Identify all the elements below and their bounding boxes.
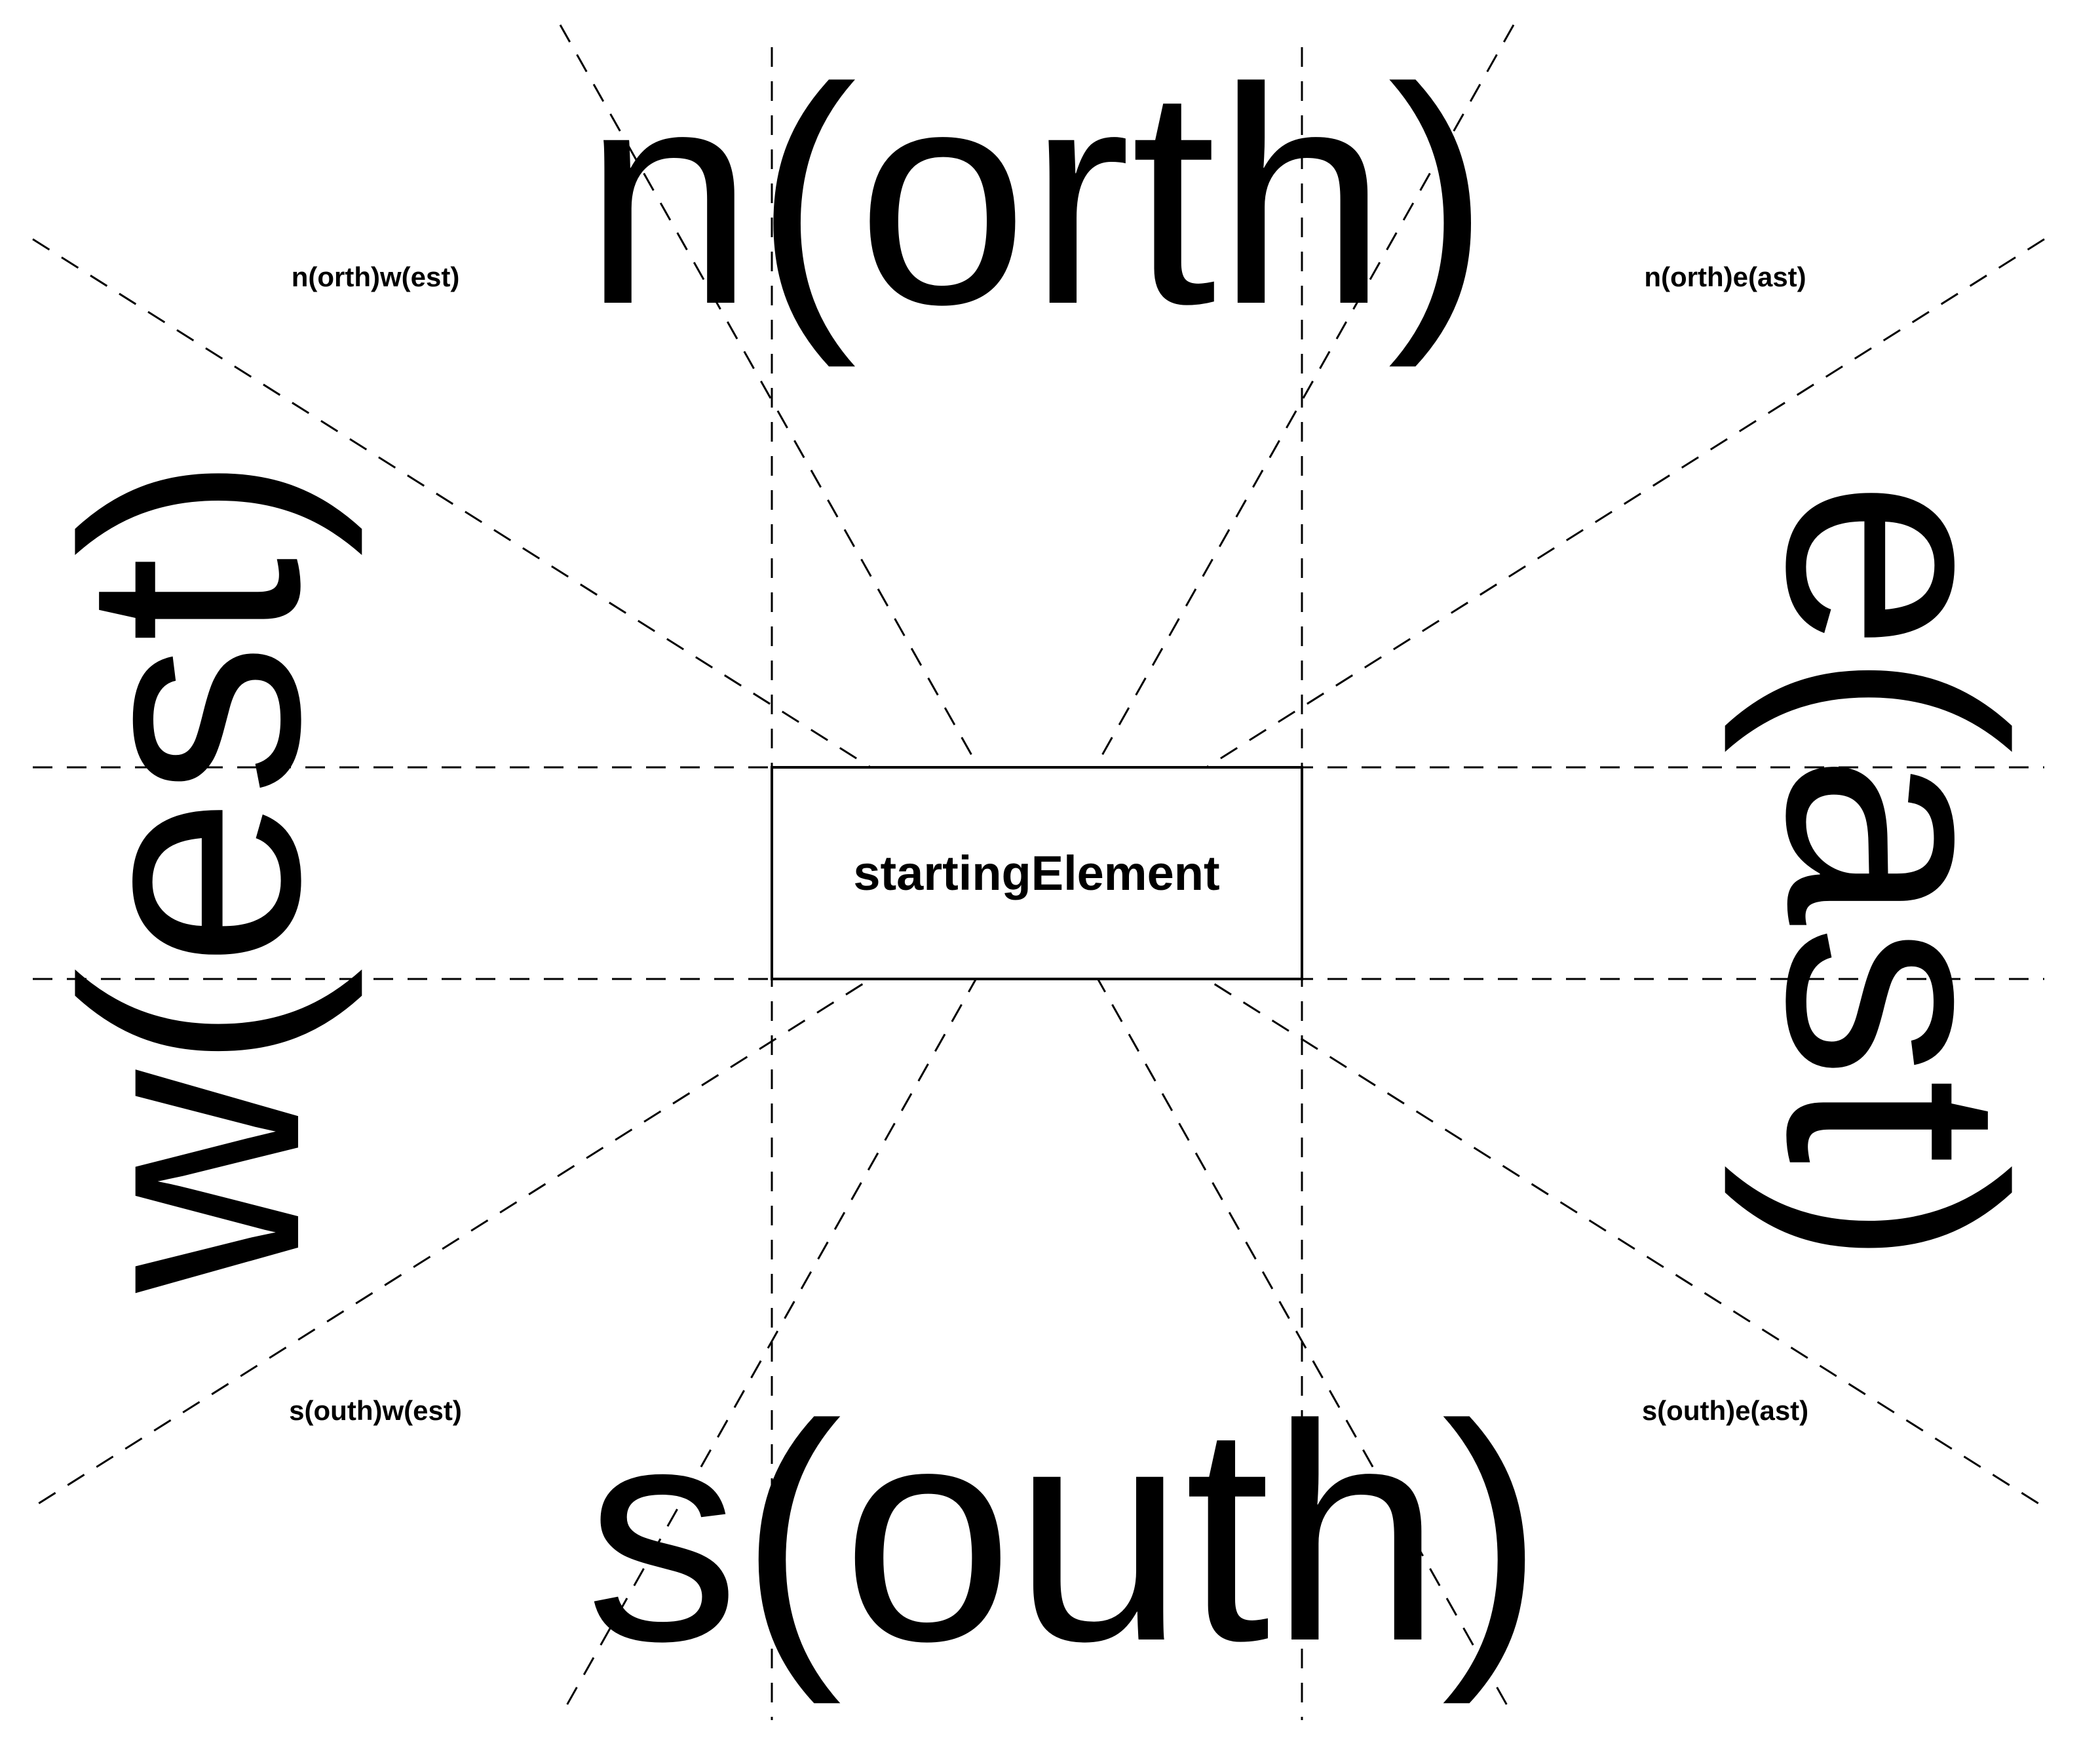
label-northwest: n(orth)w(est) — [292, 261, 460, 292]
starting-element-box — [771, 766, 1303, 980]
starting-element: startingElement — [771, 766, 1303, 980]
guide-diagonal-upper-left — [32, 238, 2045, 1508]
label-north: n(orth) — [583, 24, 1490, 370]
label-east: e(ast) — [1721, 480, 2067, 1267]
label-west: w(est) — [20, 454, 366, 1297]
starting-element-label: startingElement — [853, 846, 1219, 900]
label-northeast: n(orth)e(ast) — [1644, 261, 1806, 292]
label-southwest: s(outh)w(est) — [289, 1395, 462, 1426]
label-south: s(outh) — [586, 1361, 1544, 1707]
label-southeast: s(outh)e(ast) — [1642, 1395, 1808, 1426]
guide-diagonal-upper-right — [32, 238, 2045, 1508]
